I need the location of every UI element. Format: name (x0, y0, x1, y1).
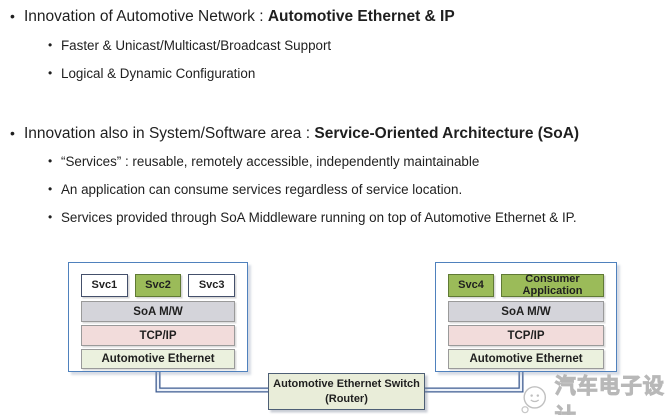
right-service-row: Svc4 Consumer Application (448, 273, 604, 297)
sub-bullet-1-2: • Logical & Dynamic Configuration (48, 64, 255, 83)
right-protocol-stack: Svc4 Consumer Application SoA M/W TCP/IP… (435, 262, 617, 372)
bullet-2-text: Innovation also in System/Software area … (24, 123, 579, 144)
sub-bullet-2-1: • “Services” : reusable, remotely access… (48, 152, 479, 171)
sub-bullet-2-3: • Services provided through SoA Middlewa… (48, 208, 577, 227)
service-box-svc4: Svc4 (448, 274, 494, 297)
bullet-2-bold: Service-Oriented Architecture (SoA) (314, 125, 580, 142)
sub-bullet-2-2: • An application can consume services re… (48, 180, 462, 199)
bullet-1-text: Innovation of Automotive Network : Autom… (24, 6, 455, 27)
bullet-item-2: • Innovation also in System/Software are… (10, 123, 579, 144)
right-connector (423, 370, 524, 393)
sub-bullet-2-1-text: “Services” : reusable, remotely accessib… (61, 154, 480, 169)
left-layer-tcp-ip: TCP/IP (81, 325, 235, 346)
bullet-icon: • (48, 38, 53, 52)
watermark: 汽车电子设计 (518, 370, 671, 415)
left-layer-soa-mw: SoA M/W (81, 301, 235, 322)
bullet-1-bold: Automotive Ethernet & IP (267, 8, 455, 25)
bullet-icon: • (48, 66, 53, 80)
bullet-icon: • (48, 210, 53, 224)
ethernet-switch-box: Automotive Ethernet Switch (Router) (268, 373, 425, 410)
right-layer-tcp-ip: TCP/IP (448, 325, 604, 346)
sub-bullet-1-2-text: Logical & Dynamic Configuration (61, 66, 256, 81)
bullet-icon: • (10, 125, 15, 141)
watermark-logo-icon (521, 386, 547, 414)
sub-bullet-2-2-text: An application can consume services rega… (61, 182, 463, 197)
left-service-row: Svc1 Svc2 Svc3 (81, 274, 236, 297)
right-connector-core (423, 370, 523, 392)
bullet-icon: • (48, 154, 53, 168)
service-box-svc2: Svc2 (134, 274, 182, 297)
left-layer-automotive-ethernet: Automotive Ethernet (81, 349, 235, 369)
sub-bullet-2-3-text: Services provided through SoA Middleware… (61, 210, 577, 225)
left-connector (155, 370, 270, 393)
sub-bullet-1-1-text: Faster & Unicast/Multicast/Broadcast Sup… (61, 38, 332, 53)
bullet-icon: • (10, 8, 15, 24)
service-box-svc3: Svc3 (188, 274, 236, 297)
left-protocol-stack: Svc1 Svc2 Svc3 SoA M/W TCP/IP Automotive… (68, 262, 248, 372)
sub-bullet-1-1: • Faster & Unicast/Multicast/Broadcast S… (48, 36, 331, 55)
bullet-item-1: • Innovation of Automotive Network : Aut… (10, 6, 455, 27)
switch-label-line2: (Router) (325, 392, 368, 405)
service-box-consumer-application: Consumer Application (501, 273, 604, 297)
left-connector-core (156, 370, 270, 392)
right-layer-soa-mw: SoA M/W (448, 301, 604, 322)
bullet-1-normal: Innovation of Automotive Network : (24, 8, 268, 25)
bullet-2-normal: Innovation also in System/Software area … (24, 125, 315, 142)
watermark-text: 汽车电子设计 (554, 375, 665, 415)
service-box-svc1: Svc1 (81, 274, 128, 297)
bullet-icon: • (48, 182, 53, 196)
switch-label-line1: Automotive Ethernet Switch (273, 378, 420, 391)
right-layer-automotive-ethernet: Automotive Ethernet (448, 349, 604, 369)
